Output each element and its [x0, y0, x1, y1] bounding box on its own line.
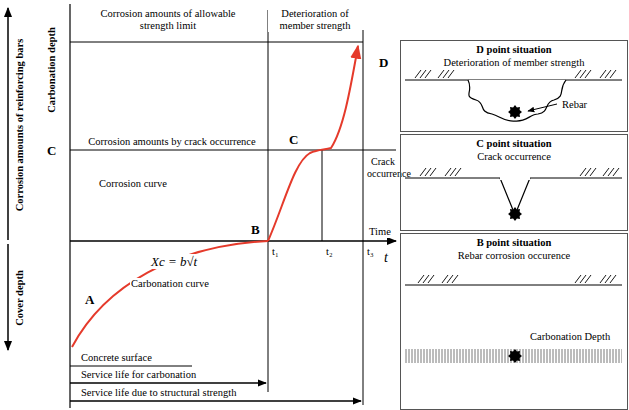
- span-arrow: [70, 400, 361, 401]
- time-marker: [363, 30, 364, 405]
- point-label: t: [383, 250, 389, 266]
- hatch-stroke: [610, 70, 616, 78]
- hatch-stroke: [585, 168, 591, 176]
- situation-panel: D point situationDeterioration of member…: [400, 40, 628, 132]
- hatch-stroke: [590, 168, 596, 176]
- hatch-stroke: [428, 275, 434, 283]
- axis-label: Time: [368, 226, 392, 238]
- hatch-stroke: [438, 70, 444, 78]
- axis-label: Concrete surface: [80, 352, 153, 364]
- hatch-stroke: [580, 275, 586, 283]
- hatch-stroke: [575, 275, 581, 283]
- vertical-axis: [69, 4, 70, 408]
- hatch-stroke: [450, 168, 456, 176]
- carbonation-front: [405, 349, 622, 363]
- hatch-stroke: [605, 275, 611, 283]
- panel-heading: B point situation: [476, 237, 553, 249]
- axis-label: Cover depth: [14, 269, 26, 327]
- hatch-stroke: [580, 70, 586, 78]
- hatch-stroke: [442, 275, 448, 283]
- panel-heading: C point situation: [475, 138, 552, 150]
- crack-gap: [500, 176, 530, 180]
- axis-arrow: [7, 244, 9, 350]
- hatch-stroke: [415, 70, 421, 78]
- rebar-symbol: [508, 349, 522, 363]
- rebar-symbol: [508, 207, 522, 221]
- panel-text: Deterioration of member strength: [443, 57, 586, 69]
- span-arrow: [70, 382, 266, 383]
- point-label: A: [84, 292, 95, 307]
- axis-label: Corrosion amounts of reinforcing bars: [14, 38, 26, 213]
- carbonation-curve: [72, 241, 268, 347]
- crack: [500, 178, 530, 210]
- surface-line: [70, 366, 192, 367]
- hatch-stroke: [452, 275, 458, 283]
- concrete-surface: [405, 285, 622, 286]
- panel-heading: D point situation: [475, 44, 552, 56]
- point-label: D: [378, 55, 389, 70]
- axis-label: Crack occurrence: [366, 156, 400, 180]
- panel-text: Rebar corrosion occurence: [457, 250, 572, 262]
- point-label: t₃: [366, 246, 375, 258]
- time-axis: [70, 240, 396, 242]
- leader-arrow: [528, 104, 557, 111]
- rebar-symbol: [508, 207, 522, 221]
- hatch-stroke: [425, 168, 431, 176]
- hatch-stroke: [585, 70, 591, 78]
- hatch-stroke: [603, 168, 609, 176]
- axis-label: Carbonation depth: [46, 26, 58, 113]
- spall-outline: [468, 80, 566, 121]
- rebar-symbol: [508, 349, 522, 363]
- rebar-symbol: [508, 105, 522, 119]
- time-marker: [268, 10, 269, 392]
- hatch-stroke: [600, 275, 606, 283]
- point-label: t₂: [325, 246, 334, 258]
- point-label: C: [46, 143, 57, 158]
- axis-arrow: [7, 8, 9, 240]
- hatch-stroke: [610, 275, 616, 283]
- point-label: B: [250, 222, 261, 237]
- axis-label: Carbonation curve: [130, 278, 210, 290]
- point-label: t₁: [271, 246, 280, 258]
- spall-fill: [468, 80, 566, 121]
- hatch-stroke: [600, 70, 606, 78]
- hatch-stroke: [585, 275, 591, 283]
- axis-label: Corrosion amounts by crack occurrence: [87, 136, 256, 148]
- limit-line: [70, 42, 363, 43]
- hatch-stroke: [423, 275, 429, 283]
- hatch-stroke: [425, 70, 431, 78]
- hatch-stroke: [455, 168, 461, 176]
- situation-panel: B point situationRebar corrosion occuren…: [400, 233, 628, 410]
- hatch-stroke: [430, 168, 436, 176]
- hatch-stroke: [445, 168, 451, 176]
- panel-text: Crack occurrence: [476, 151, 552, 163]
- axis-label: Corrosion amounts of allowable strength …: [87, 8, 249, 32]
- hatch-stroke: [448, 70, 454, 78]
- corrosion-curve: [268, 46, 358, 241]
- hatch-stroke: [420, 70, 426, 78]
- situation-panel: C point situationCrack occurrence: [400, 134, 628, 231]
- hatch-stroke: [575, 70, 581, 78]
- axis-label: Xc = b√t: [150, 254, 198, 269]
- panel-text: Rebar: [561, 99, 588, 111]
- time-marker: [322, 150, 323, 241]
- rebar-symbol: [508, 105, 522, 119]
- hatch-stroke: [608, 168, 614, 176]
- crack-line: [70, 150, 396, 151]
- point-label: C: [288, 132, 299, 147]
- hatch-stroke: [447, 275, 453, 283]
- axis-label: Service life due to structural strength: [80, 387, 237, 399]
- axis-label: Deterioration of member strength: [268, 8, 362, 32]
- hatch-stroke: [605, 70, 611, 78]
- hatch-stroke: [420, 168, 426, 176]
- hatch-stroke: [613, 168, 619, 176]
- hatch-stroke: [443, 70, 449, 78]
- axis-label: Corrosion curve: [98, 178, 168, 190]
- panel-text: Carbonation Depth: [529, 331, 611, 343]
- hatch-stroke: [418, 275, 424, 283]
- hatch-stroke: [580, 168, 586, 176]
- axis-label: Service life for carbonation: [80, 369, 197, 381]
- surface-hatching: [415, 70, 619, 283]
